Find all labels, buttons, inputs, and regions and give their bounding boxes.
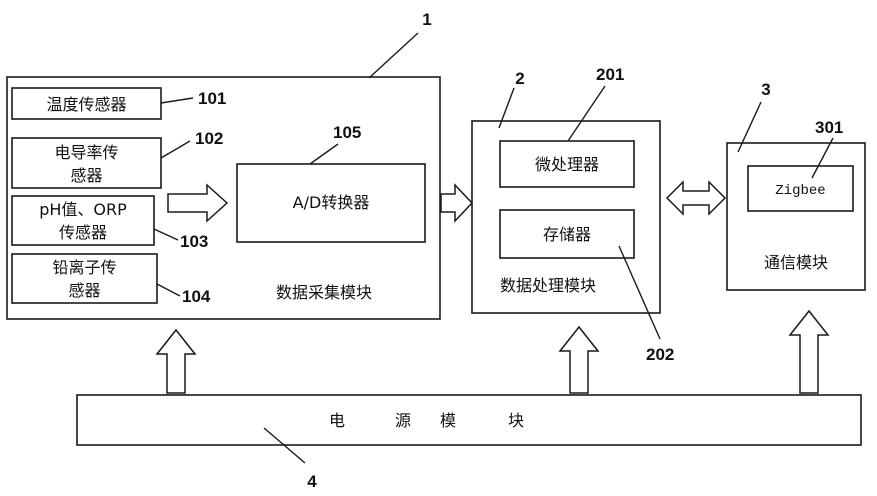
power-label-char2: 源: [395, 411, 411, 430]
ref-number-1: 1: [422, 10, 431, 29]
memory-label: 存储器: [543, 225, 591, 244]
sensor-label-lead-ion-line1: 铅离子传: [52, 258, 116, 277]
ref-number-101: 101: [198, 89, 226, 108]
sensor-label-temperature: 温度传感器: [46, 95, 126, 114]
arrow-acquisition-to-processing: [441, 185, 472, 221]
ref-number-104: 104: [182, 287, 211, 306]
zigbee-label: Zigbee: [775, 183, 825, 199]
ref-number-2: 2: [515, 69, 524, 88]
power-label-char3: 模: [440, 411, 456, 430]
ref-number-202: 202: [646, 345, 674, 364]
sensor-label-lead-ion-line2: 感器: [68, 281, 100, 300]
sensor-label-ph-orp-line1: pH值、ORP: [39, 200, 127, 219]
acquisition-module-label: 数据采集模块: [276, 283, 372, 302]
ref-number-103: 103: [180, 232, 208, 251]
ref-number-3: 3: [761, 80, 770, 99]
ref-number-102: 102: [195, 129, 223, 148]
microprocessor-label: 微处理器: [535, 155, 599, 174]
processing-module-label: 数据处理模块: [500, 276, 596, 295]
leader-line-1: [369, 33, 418, 78]
power-module-box: [77, 395, 861, 445]
sensor-label-ph-orp-line2: 传感器: [59, 223, 107, 242]
ref-number-301: 301: [815, 118, 843, 137]
arrow-power-to-acquisition: [157, 330, 195, 393]
ref-number-4: 4: [307, 472, 317, 491]
arrow-processing-communication: [667, 182, 725, 214]
ref-number-201: 201: [596, 65, 624, 84]
power-label-char1: 电: [329, 411, 345, 430]
power-label-char4: 块: [508, 411, 524, 430]
sensor-label-conductivity-line1: 电导率传: [54, 143, 118, 162]
arrow-power-to-processing: [560, 327, 598, 393]
arrow-power-to-communication: [790, 311, 828, 393]
ref-number-105: 105: [333, 123, 361, 142]
sensor-label-conductivity-line2: 感器: [70, 166, 102, 185]
communication-module-label: 通信模块: [764, 253, 828, 272]
ad-converter-label: A/D转换器: [293, 193, 370, 212]
